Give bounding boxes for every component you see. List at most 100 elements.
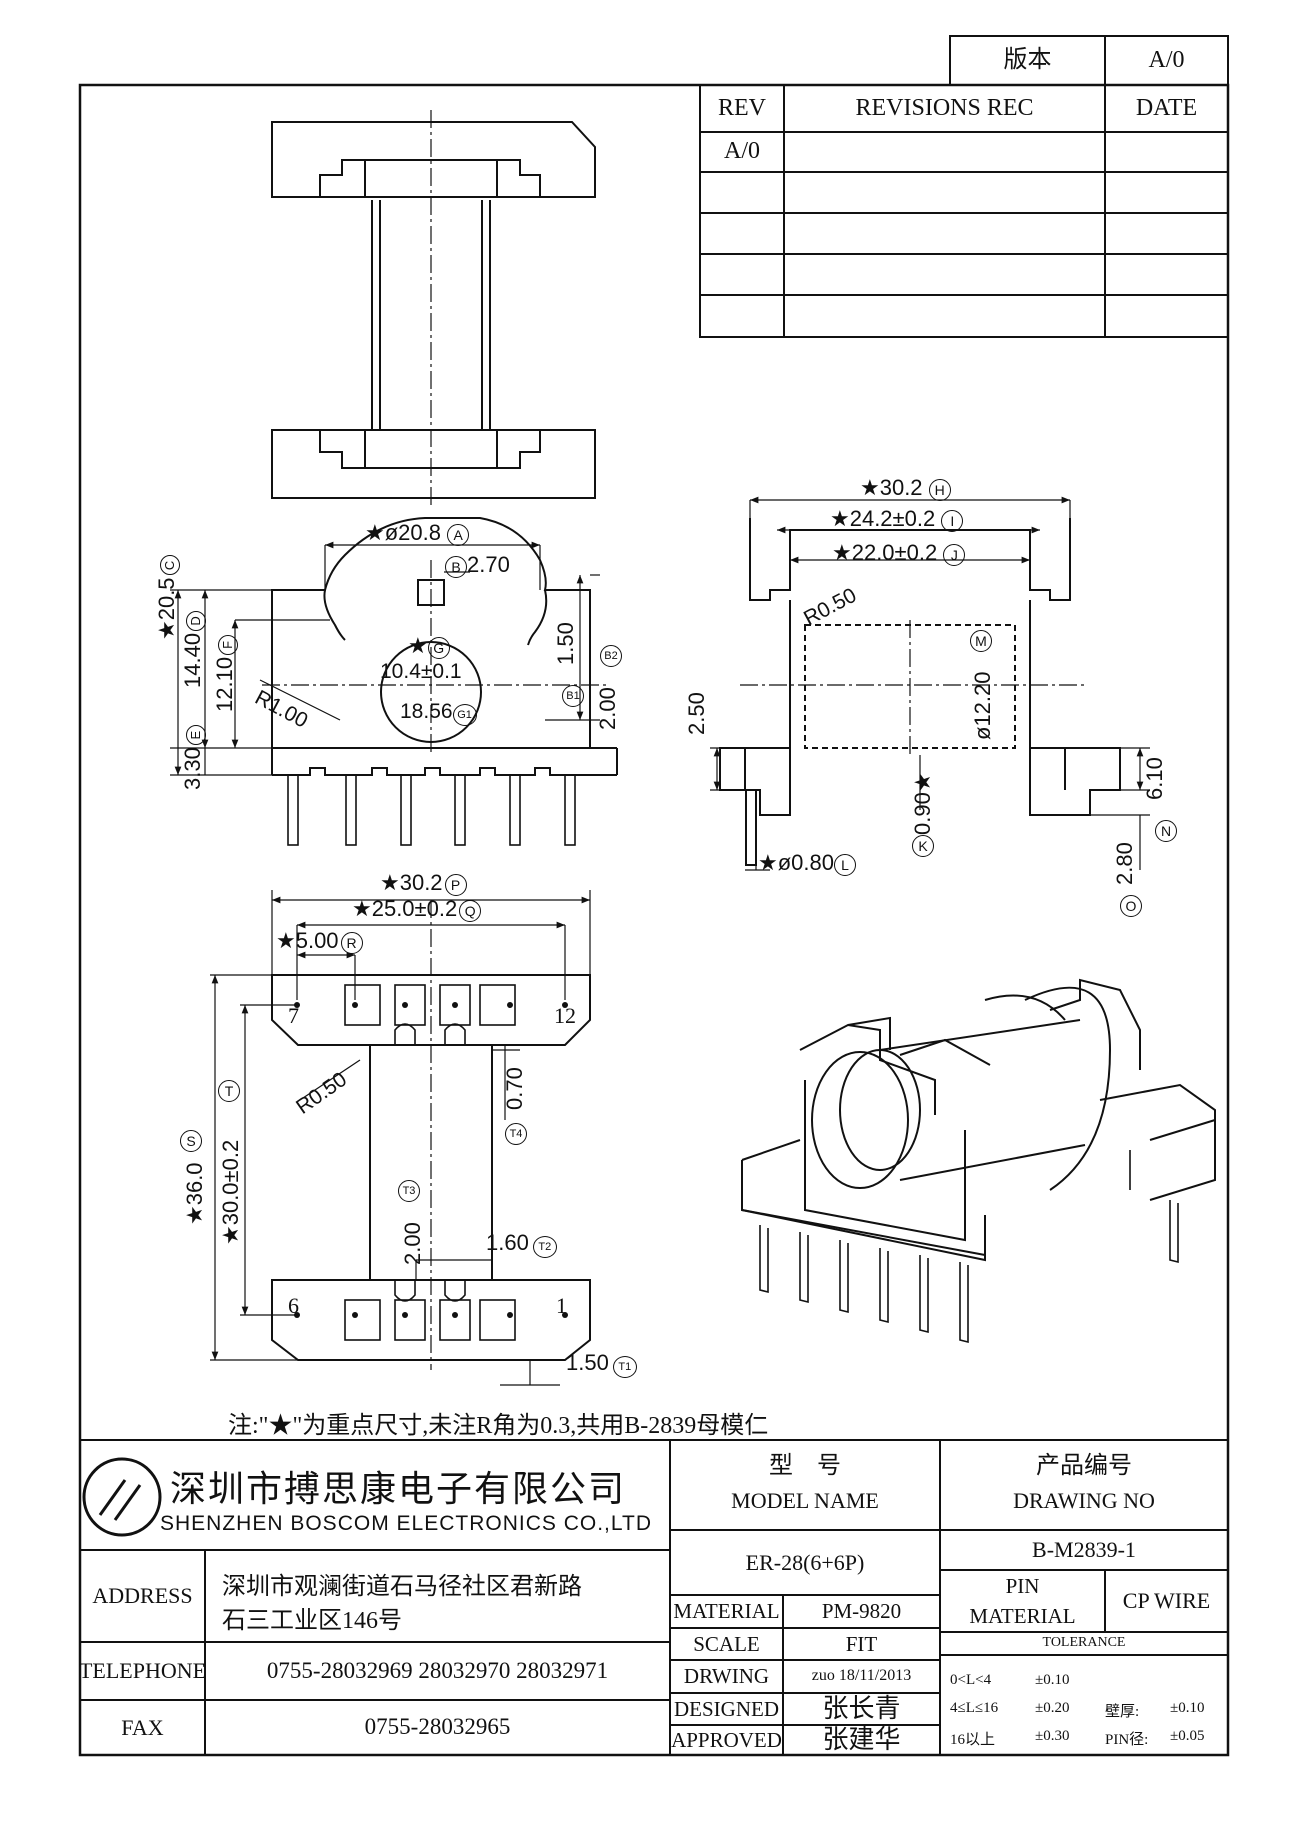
dim-c: ★20.5C (154, 555, 180, 640)
rev-header: REV (718, 94, 766, 121)
telephone-value: 0755-28032969 28032970 28032971 (266, 1657, 609, 1683)
marker-p: P (444, 874, 467, 896)
tolerance-value-1: ±0.10 (1035, 1672, 1070, 1688)
model-label-en: MODEL NAME (731, 1488, 879, 1514)
marker-b: B (445, 556, 467, 578)
pin-12-label: 12 (554, 1003, 576, 1028)
marker-r: R (340, 932, 363, 954)
scale-value: FIT (845, 1631, 878, 1656)
marker-m: M (970, 630, 992, 652)
fax-value: 0755-28032965 (364, 1714, 511, 1740)
pin-6-label: 6 (288, 1293, 299, 1318)
marker-d: D (186, 610, 206, 631)
drawing-no-label-cn: 产品编号 (1036, 1453, 1132, 1480)
marker-q: Q (459, 900, 482, 922)
version-value: A/0 (1148, 46, 1185, 73)
marker-e: E (186, 725, 206, 746)
dim-b2: 1.50 (553, 622, 578, 665)
dim-s: ★36.0 (182, 1162, 207, 1225)
fax-label: FAX (121, 1714, 164, 1740)
pin-material-label-2: MATERIAL (969, 1603, 1076, 1628)
pin-diameter-value: ±0.05 (1170, 1728, 1205, 1744)
wall-value: ±0.10 (1170, 1700, 1205, 1716)
dim-n: 6.10 (1142, 757, 1167, 800)
tolerance-range-2: 4≤L≤16 (950, 1700, 999, 1716)
dim-d: 14.40D (180, 610, 206, 688)
dim-t3: 2.00 (400, 1222, 425, 1265)
company-logo (82, 1457, 162, 1537)
tolerance-value-3: ±0.30 (1035, 1728, 1070, 1744)
dim-f: 12.10F (212, 634, 238, 712)
address-line-1: 深圳市观澜街道石马径社区君新路 (222, 1574, 582, 1600)
marker-t2: T2 (532, 1236, 557, 1258)
date-header: DATE (1135, 94, 1198, 121)
tolerance-range-1: 0<L<4 (950, 1672, 992, 1688)
tolerance-title: TOLERANCE (1042, 1635, 1126, 1651)
drawing-note: 注:"★"为重点尺寸,未注R角为0.3,共用B-2839母模仁 (228, 1413, 769, 1439)
marker-g-star: ★G (408, 633, 450, 659)
designed-value: 张长青 (822, 1694, 901, 1724)
dim-g: 10.4±0.1 (380, 660, 462, 683)
marker-t3: T3 (398, 1180, 420, 1202)
marker-i: I (941, 510, 964, 532)
pin-material-value: CP WIRE (1122, 1588, 1211, 1614)
dim-t: ★30.0±0.2 (218, 1139, 243, 1245)
marker-s: S (180, 1130, 202, 1152)
dim-i: ★24.2±0.2 I (830, 506, 964, 532)
isometric-view (741, 978, 1216, 1344)
pin-7-label: 7 (288, 1003, 299, 1028)
marker-t: T (218, 1080, 240, 1102)
version-label: 版本 (1003, 46, 1052, 73)
dim-k: 0.90★ (910, 772, 935, 835)
marker-c: C (160, 555, 180, 576)
marker-b1: B1 (562, 685, 584, 707)
pin-material-label-1: PIN (1005, 1573, 1040, 1598)
dim-2-50: 2.50 (684, 692, 709, 735)
drwing-value: zuo 18/11/2013 (811, 1667, 912, 1685)
model-label-cn: 型 号 (769, 1453, 841, 1480)
dim-e: 3.30E (180, 725, 206, 790)
drwing-label: DRWING (683, 1664, 770, 1689)
approved-value: 张建华 (822, 1725, 901, 1755)
dim-o: 2.80 (1112, 842, 1137, 885)
dim-m: ø12.20 (970, 671, 995, 741)
marker-n: N (1155, 820, 1177, 842)
marker-k: K (912, 835, 934, 857)
pin-1-label: 1 (556, 1293, 567, 1318)
marker-o: O (1120, 895, 1142, 917)
tolerance-range-3: 16以上 (950, 1732, 996, 1748)
dim-b1: 2.00 (595, 687, 620, 730)
side-view (719, 518, 1121, 866)
revisions-header: REVISIONS REC (855, 94, 1034, 121)
top-view (271, 110, 596, 505)
company-name-en: SHENZHEN BOSCOM ELECTRONICS CO.,LTD (160, 1512, 652, 1535)
marker-l: L (833, 854, 856, 876)
material-label: MATERIAL (673, 1599, 780, 1624)
model-value: ER-28(6+6P) (745, 1549, 865, 1575)
drawing-no-label-en: DRAWING NO (1013, 1488, 1155, 1514)
wall-label: 壁厚: (1105, 1704, 1140, 1720)
dim-a: ★ø20.8 A (365, 520, 470, 546)
bottom-view (271, 900, 591, 1370)
marker-a: A (447, 524, 470, 546)
marker-g: G (427, 637, 450, 659)
marker-t4: T4 (505, 1123, 527, 1145)
telephone-label: TELEPHONE (78, 1658, 207, 1684)
marker-g1: G1 (452, 704, 477, 726)
marker-f: F (218, 634, 238, 655)
tolerance-value-2: ±0.20 (1035, 1700, 1070, 1716)
marker-b2: B2 (600, 645, 622, 667)
dim-t4: 0.70 (502, 1067, 527, 1110)
scale-label: SCALE (693, 1631, 760, 1656)
dim-h: ★30.2 H (860, 475, 951, 501)
pin-diameter-label: PIN径: (1105, 1732, 1149, 1748)
material-value: PM-9820 (821, 1599, 902, 1624)
marker-t1: T1 (612, 1356, 637, 1378)
